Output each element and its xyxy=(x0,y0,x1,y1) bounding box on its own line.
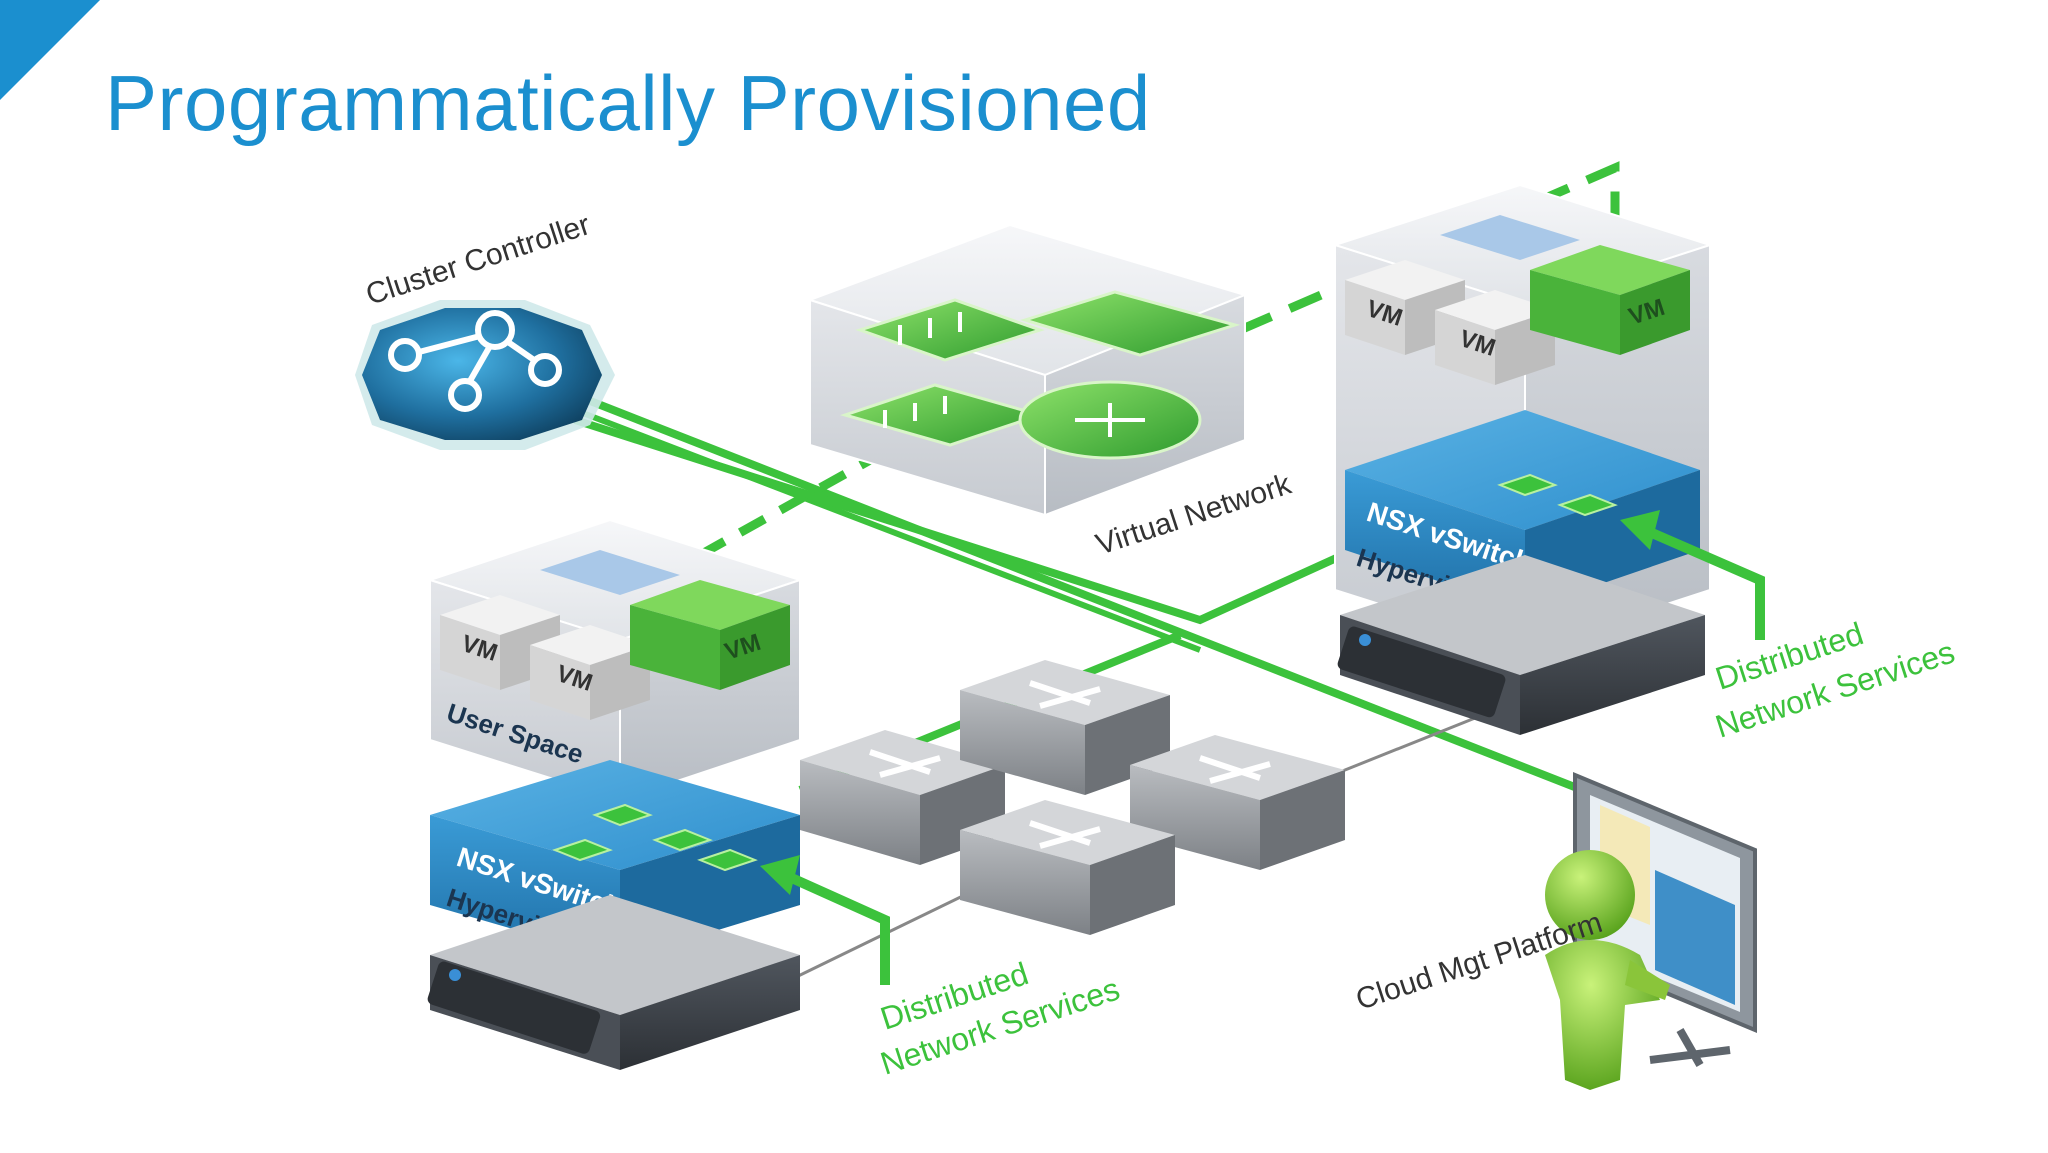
physical-switch-fabric xyxy=(800,660,1345,935)
server-chassis-icon xyxy=(1337,626,1506,718)
vm-block xyxy=(1440,215,1580,260)
vswitch-port-icons xyxy=(552,803,758,872)
cloud-mgt-platform: Cloud Mgt Platform xyxy=(1352,772,1757,1090)
virtual-network-box: Virtual Network xyxy=(806,223,1296,562)
vswitch-port-icons xyxy=(1497,473,1618,517)
vm-block-active xyxy=(1530,245,1690,355)
slide-title: Programmatically Provisioned xyxy=(105,59,1151,147)
physical-switch xyxy=(960,800,1175,935)
vm-block-active xyxy=(630,580,790,690)
dns-arrow xyxy=(782,870,890,985)
dns-arrow xyxy=(1643,525,1765,640)
logical-firewall-icon xyxy=(1019,290,1241,357)
host-left: VM VM VM User Space NSX vSwitch Hypervis… xyxy=(426,518,1124,1082)
vm-block xyxy=(1435,290,1555,385)
user-figure-icon xyxy=(1545,850,1670,1090)
corner-triangle xyxy=(0,0,100,100)
vm-block xyxy=(540,550,680,595)
cluster-controller-label: Cluster Controller xyxy=(362,208,594,312)
host-right: VM VM VM NSX vSwitch Hypervisor Distribu… xyxy=(1331,183,1959,745)
network-topology-icon xyxy=(388,310,562,412)
cluster-controller: Cluster Controller xyxy=(355,208,615,450)
server-chassis-icon xyxy=(427,961,601,1054)
logical-switch-icon xyxy=(855,298,1045,362)
